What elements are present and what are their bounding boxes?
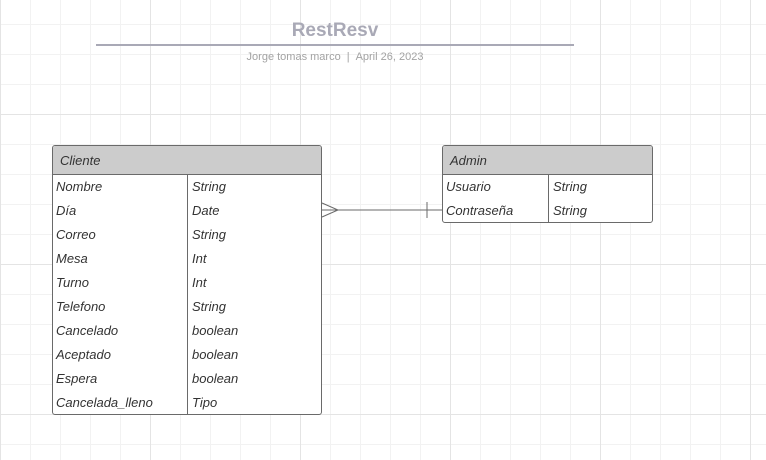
attribute-name: Espera xyxy=(56,371,98,386)
attribute-type: Int xyxy=(192,275,207,290)
attribute-row: Mesa Int xyxy=(53,247,321,271)
attribute-row: Correo String xyxy=(53,223,321,247)
attribute-name: Telefono xyxy=(56,299,106,314)
attribute-name: Cancelado xyxy=(56,323,119,338)
attribute-type: boolean xyxy=(192,371,239,386)
entity-header-cliente: Cliente xyxy=(53,146,321,175)
attribute-type: Date xyxy=(192,203,220,218)
attribute-name: Día xyxy=(56,203,77,218)
attribute-name: Contraseña xyxy=(446,203,514,218)
attribute-row: Nombre String xyxy=(53,175,321,199)
column-divider xyxy=(548,175,549,222)
attribute-type: boolean xyxy=(192,323,239,338)
attribute-row: Turno Int xyxy=(53,271,321,295)
author-name: Jorge tomas marco xyxy=(246,51,341,63)
subtitle-separator: | xyxy=(346,51,350,63)
attribute-type: Int xyxy=(192,251,207,266)
attribute-type: String xyxy=(553,203,587,218)
attribute-type: Tipo xyxy=(192,395,218,410)
attribute-row: Espera boolean xyxy=(53,367,321,391)
attribute-name: Usuario xyxy=(446,179,491,194)
attribute-type: String xyxy=(553,179,587,194)
attribute-type: String xyxy=(192,179,226,194)
attribute-name: Cancelada_lleno xyxy=(56,395,153,410)
diagram-date: April 26, 2023 xyxy=(355,51,424,63)
attribute-name: Correo xyxy=(56,227,96,242)
attribute-type: boolean xyxy=(192,347,239,362)
column-divider xyxy=(187,175,188,414)
attribute-row: Usuario String xyxy=(443,175,652,199)
attribute-type: String xyxy=(192,299,226,314)
attribute-name: Nombre xyxy=(56,179,103,194)
attribute-row: Cancelado boolean xyxy=(53,319,321,343)
attribute-name: Turno xyxy=(56,275,89,290)
attribute-row: Cancelada_lleno Tipo xyxy=(53,391,321,414)
diagram-title: RestResv xyxy=(291,20,379,41)
attribute-row: Telefono String xyxy=(53,295,321,319)
attribute-row: Día Date xyxy=(53,199,321,223)
attribute-row: Contraseña String xyxy=(443,199,652,222)
attribute-name: Aceptado xyxy=(56,347,111,362)
diagram-subtitle: Jorge tomas marco | April 26, 2023 xyxy=(96,51,574,63)
attribute-type: String xyxy=(192,227,226,242)
attribute-row: Aceptado boolean xyxy=(53,343,321,367)
entity-header-admin: Admin xyxy=(443,146,652,175)
title-underline xyxy=(96,44,574,46)
crows-foot-many-marker xyxy=(321,202,340,218)
attribute-name: Mesa xyxy=(56,251,88,266)
